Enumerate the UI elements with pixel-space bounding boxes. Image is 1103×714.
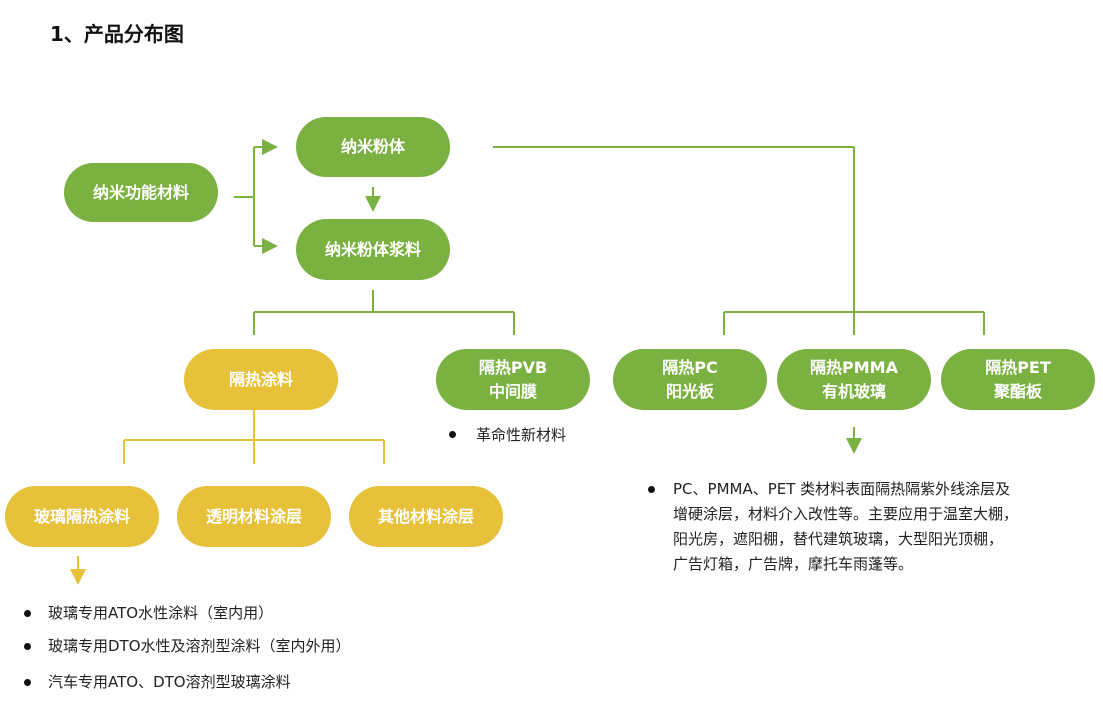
node-pet: 隔热PET 聚酯板	[941, 349, 1095, 410]
node-pmma: 隔热PMMA 有机玻璃	[777, 349, 931, 410]
node-nano-slurry: 纳米粉体浆料	[296, 219, 450, 280]
list-item: 玻璃专用ATO水性涂料（室内用）	[22, 602, 351, 635]
plastics-note: PC、PMMA、PET 类材料表面隔热隔紫外线涂层及 增硬涂层，材料介入改性等。…	[673, 477, 1073, 577]
node-label: 隔热涂料	[228, 369, 293, 389]
node-other-coating: 其他材料涂层	[349, 486, 503, 547]
plastics-note-line: 阳光房，遮阳棚，替代建筑玻璃，大型阳光顶棚，	[673, 530, 1004, 548]
node-transparent-coating: 透明材料涂层	[177, 486, 331, 547]
list-item: 汽车专用ATO、DTO溶剂型玻璃涂料	[22, 671, 351, 692]
bullet-dot	[648, 486, 655, 493]
node-label: 其他材料涂层	[377, 506, 474, 526]
plastics-note-line: 广告灯箱，广告牌，摩托车雨蓬等。	[673, 555, 914, 573]
pvb-note: 革命性新材料	[476, 426, 567, 444]
node-label: 纳米粉体	[340, 137, 405, 157]
node-nano-functional: 纳米功能材料	[64, 163, 218, 222]
list-item: 玻璃专用DTO水性及溶剂型涂料（室内外用）	[22, 635, 351, 671]
node-label: 聚酯板	[993, 381, 1042, 401]
node-glass-coating: 玻璃隔热涂料	[5, 486, 159, 547]
glass-product-list: 玻璃专用ATO水性涂料（室内用） 玻璃专用DTO水性及溶剂型涂料（室内外用） 汽…	[22, 602, 351, 692]
node-label: 玻璃隔热涂料	[33, 506, 130, 526]
node-label: 中间膜	[488, 381, 537, 401]
node-pc: 隔热PC 阳光板	[613, 349, 767, 410]
bullet-dot	[449, 431, 456, 438]
node-label: 隔热PET	[985, 358, 1051, 378]
node-insulation-coating: 隔热涂料	[184, 349, 338, 410]
node-label: 透明材料涂层	[205, 506, 302, 526]
node-label: 纳米粉体浆料	[324, 239, 421, 259]
node-pvb: 隔热PVB 中间膜	[436, 349, 590, 410]
node-nano-powder: 纳米粉体	[296, 117, 450, 177]
plastics-note-line: 增硬涂层，材料介入改性等。主要应用于温室大棚，	[673, 505, 1019, 523]
node-label: 阳光板	[665, 381, 714, 401]
node-label: 纳米功能材料	[92, 182, 189, 202]
node-label: 有机玻璃	[821, 381, 886, 401]
node-label: 隔热PMMA	[810, 358, 898, 378]
plastics-note-line: PC、PMMA、PET 类材料表面隔热隔紫外线涂层及	[673, 480, 1011, 498]
node-label: 隔热PVB	[478, 358, 548, 378]
page-title: 1、产品分布图	[50, 22, 184, 46]
node-label: 隔热PC	[662, 358, 718, 378]
